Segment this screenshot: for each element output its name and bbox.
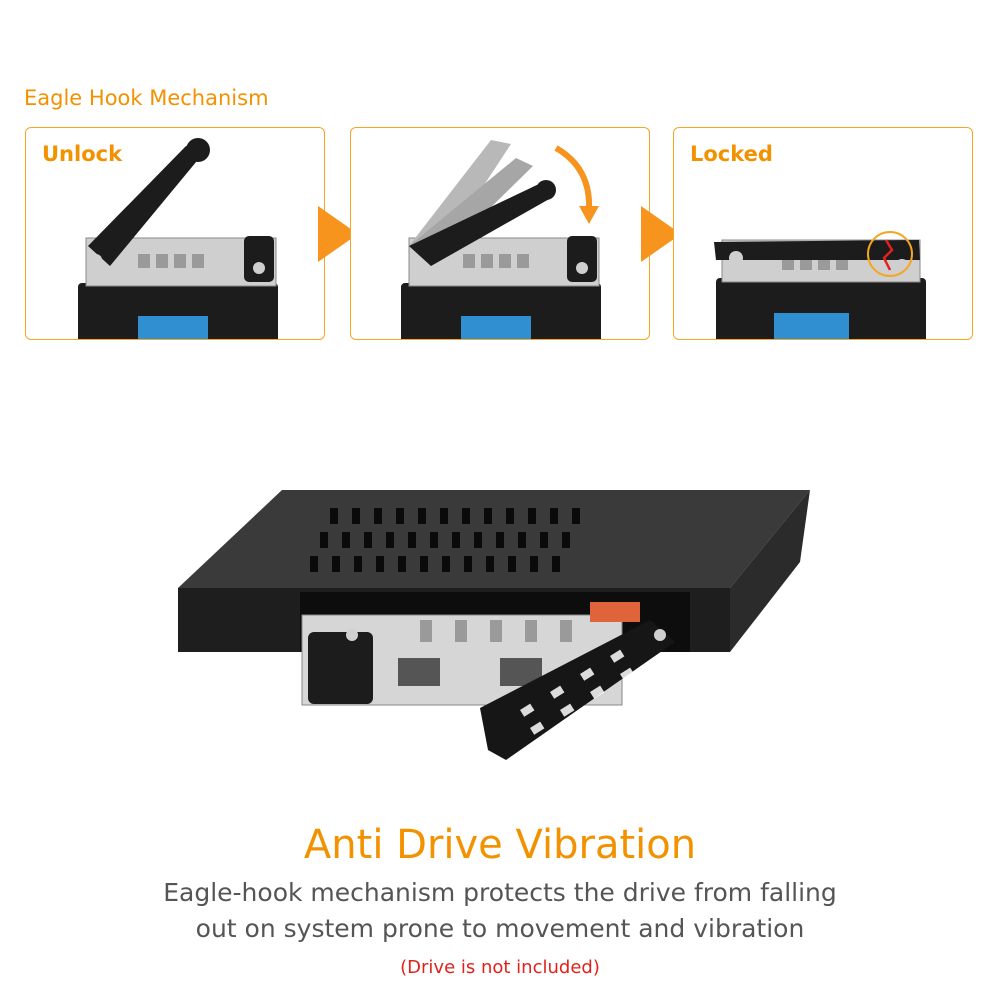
vent-grid	[310, 508, 580, 572]
locked-illustration	[714, 231, 926, 339]
motion-illustration	[401, 140, 601, 339]
disclaimer-note: (Drive is not included)	[400, 957, 600, 978]
unlock-illustration	[78, 138, 278, 339]
product-illustration	[178, 490, 810, 760]
description-line-2: out on system prone to movement and vibr…	[195, 914, 805, 943]
description-line-1: Eagle-hook mechanism protects the drive …	[163, 878, 837, 907]
headline: Anti Drive Vibration	[303, 822, 697, 868]
section-title: Eagle Hook Mechanism	[24, 86, 269, 110]
panel-unlock: Unlock	[25, 127, 325, 340]
panel-motion	[350, 127, 650, 340]
panel-locked: Locked	[673, 127, 973, 340]
panel-label-unlock: Unlock	[42, 142, 123, 166]
panel-label-locked: Locked	[690, 142, 773, 166]
